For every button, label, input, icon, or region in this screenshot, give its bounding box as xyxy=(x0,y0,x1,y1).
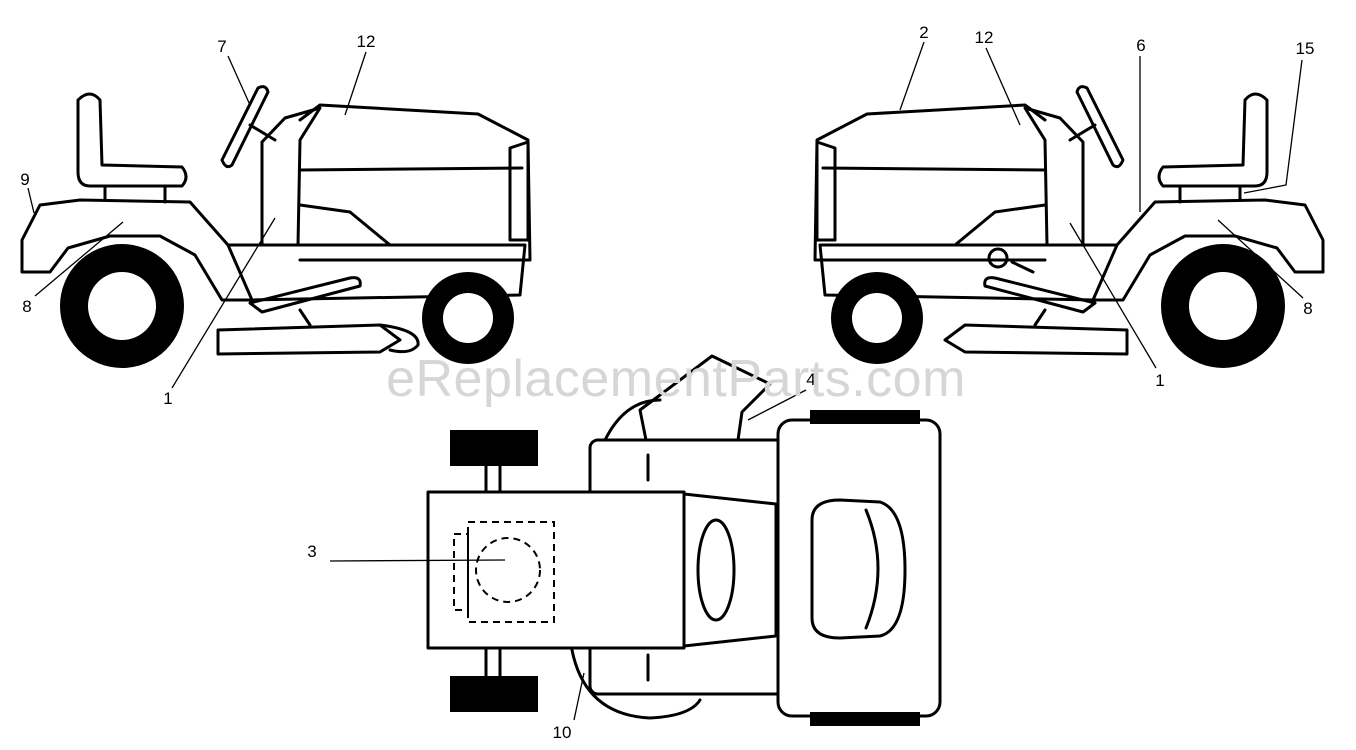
callout-4-top: 4 xyxy=(806,370,815,389)
engine-cover-circle xyxy=(475,537,541,603)
seat xyxy=(76,92,188,188)
seat-top xyxy=(810,498,907,640)
watermark: eReplacementParts.com xyxy=(386,350,966,408)
callout-8-left: 8 xyxy=(22,297,31,316)
callout-9-left: 9 xyxy=(20,170,29,189)
right-side-view xyxy=(813,85,1325,368)
hood-top xyxy=(426,490,686,650)
left-fender xyxy=(20,198,254,302)
engine-side-outline xyxy=(453,533,469,611)
callout-12-right: 12 xyxy=(975,28,994,47)
front-wheel-hub xyxy=(443,293,493,343)
rear-wheel-bottom xyxy=(810,712,920,726)
steering-wheel xyxy=(220,85,270,169)
steering-wheel-top xyxy=(696,518,736,622)
hood-line xyxy=(298,166,524,172)
deck-edge-top xyxy=(603,398,662,442)
callout-6-right: 6 xyxy=(1136,36,1145,55)
front-right-wheel xyxy=(450,676,538,712)
callout-10-top: 10 xyxy=(553,723,572,742)
callout-1-right: 1 xyxy=(1155,371,1164,390)
pedal-link xyxy=(298,308,312,327)
callout-15-right: 15 xyxy=(1296,39,1315,58)
callout-2-right: 2 xyxy=(919,23,928,42)
front-left-wheel xyxy=(450,430,538,466)
leader-lines xyxy=(27,41,1304,721)
rear-wheel-hub xyxy=(88,272,156,340)
deck-discharge xyxy=(378,323,420,354)
seat-post xyxy=(103,184,167,204)
deck-edge-bottom xyxy=(570,648,702,720)
callout-3-top: 3 xyxy=(307,542,316,561)
left-side-view xyxy=(20,85,532,368)
top-view xyxy=(426,354,942,726)
front-axle xyxy=(484,464,502,678)
callout-7-left: 7 xyxy=(217,37,226,56)
seat-back xyxy=(864,508,880,630)
callout-labels: 7 12 9 8 1 2 12 6 15 8 1 4 3 10 xyxy=(20,23,1314,742)
engine-outline xyxy=(467,521,555,623)
steering-column xyxy=(248,123,277,142)
mower-deck xyxy=(216,323,402,356)
left-hood xyxy=(298,103,532,262)
callout-1-left: 1 xyxy=(163,389,172,408)
grille xyxy=(508,140,530,242)
rear-wheel-top xyxy=(810,410,920,424)
callout-8-right: 8 xyxy=(1303,299,1312,318)
callout-12-left: 12 xyxy=(357,32,376,51)
side-panel-line xyxy=(298,203,507,247)
foot-pedal xyxy=(248,276,362,314)
